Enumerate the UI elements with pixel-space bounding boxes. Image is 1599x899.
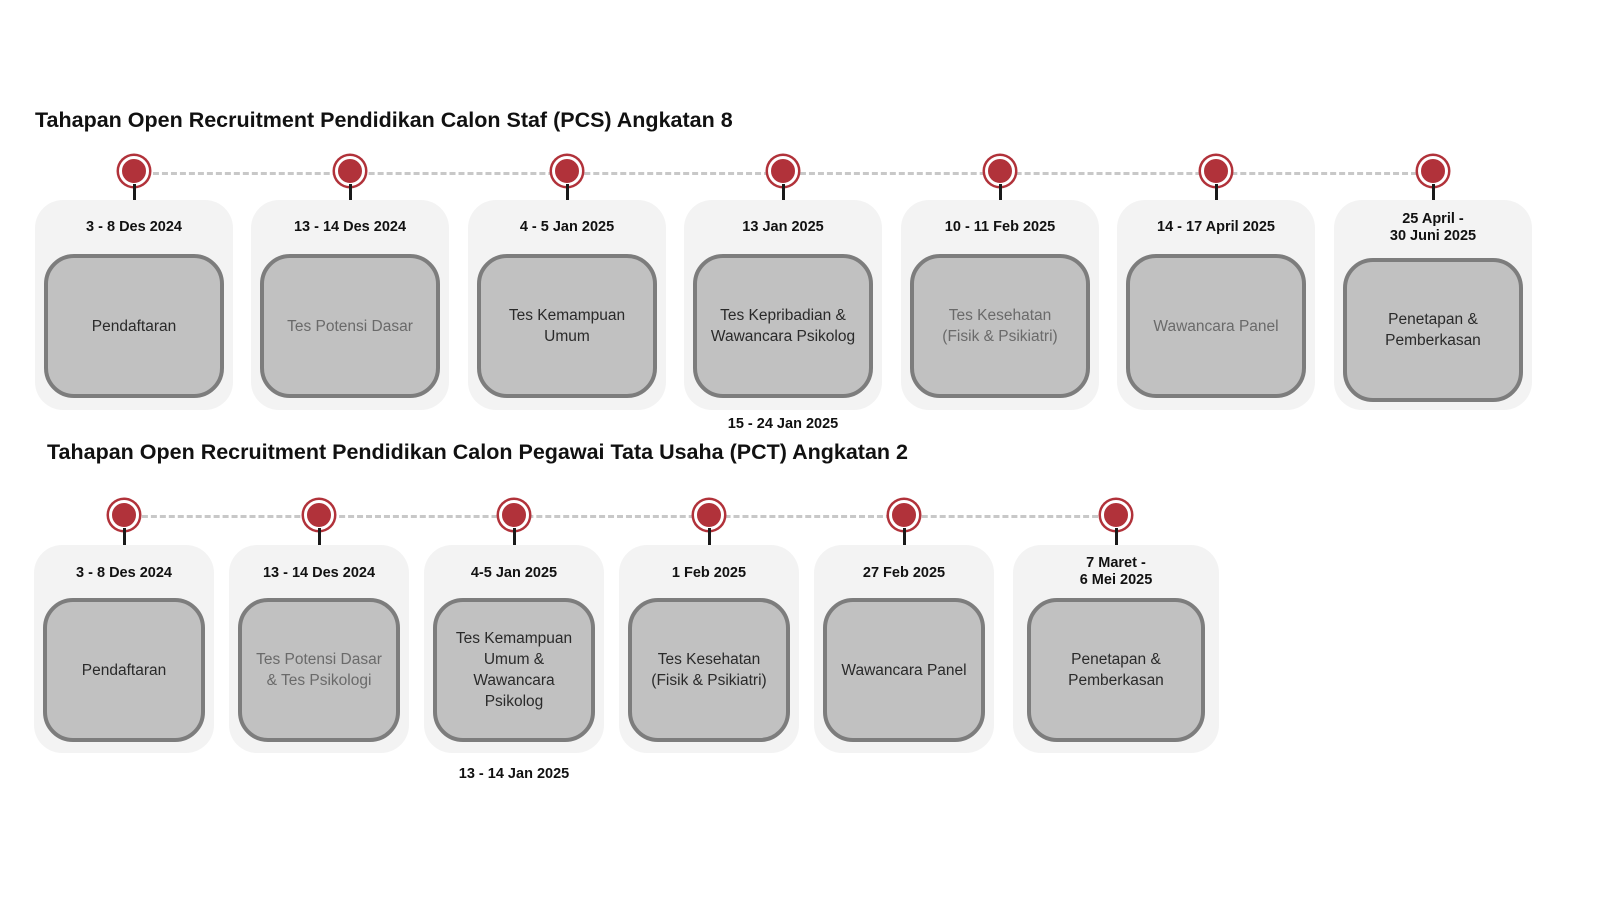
stage-label-box: Tes Kesehatan (Fisik & Psikiatri) [628, 598, 790, 742]
location-pin-icon [304, 500, 334, 530]
stage-date: 10 - 11 Feb 2025 [944, 219, 1056, 235]
stage-date: 14 - 17 April 2025 [1157, 219, 1275, 235]
location-pin-icon [119, 156, 149, 186]
stage-date: 13 Jan 2025 [742, 219, 824, 235]
pin-stem [707, 528, 711, 545]
stage-label-box: Wawancara Panel [1126, 254, 1306, 398]
stage-date: 4-5 Jan 2025 [470, 565, 558, 581]
stage-label-box: Tes Potensi Dasar & Tes Psikologi [238, 598, 400, 742]
stage-date: 27 Feb 2025 [862, 565, 946, 581]
location-pin-icon [109, 500, 139, 530]
pin-stem [348, 184, 352, 200]
location-pin-icon [985, 156, 1015, 186]
location-pin-icon [1201, 156, 1231, 186]
pct-timeline-track [124, 515, 1116, 518]
pin-stem [512, 528, 516, 545]
location-pin-icon [335, 156, 365, 186]
stage-label-box: Tes Potensi Dasar [260, 254, 440, 398]
stage-label-box: Penetapan & Pemberkasan [1027, 598, 1205, 742]
stage-extra-date: 13 - 14 Jan 2025 [458, 766, 570, 782]
stage-date: 13 - 14 Des 2024 [293, 219, 407, 235]
pin-stem [122, 528, 126, 545]
stage-extra-date: 15 - 24 Jan 2025 [727, 416, 839, 432]
location-pin-icon [499, 500, 529, 530]
stage-date: 3 - 8 Des 2024 [86, 219, 182, 235]
pin-stem [1114, 528, 1118, 545]
location-pin-icon [694, 500, 724, 530]
pin-stem [902, 528, 906, 545]
stage-date: 1 Feb 2025 [671, 565, 747, 581]
stage-date: 25 April - 30 Juni 2025 [1389, 211, 1477, 244]
pcs-title: Tahapan Open Recruitment Pendidikan Calo… [35, 108, 733, 132]
stage-date: 7 Maret - 6 Mei 2025 [1079, 555, 1153, 588]
stage-label-box: Wawancara Panel [823, 598, 985, 742]
pin-stem [565, 184, 569, 200]
stage-date: 13 - 14 Des 2024 [262, 565, 376, 581]
stage-label-box: Tes Kemampuan Umum & Wawancara Psikolog [433, 598, 595, 742]
pin-stem [132, 184, 136, 200]
stage-label-box: Tes Kesehatan (Fisik & Psikiatri) [910, 254, 1090, 398]
location-pin-icon [889, 500, 919, 530]
pin-stem [1431, 184, 1435, 200]
location-pin-icon [552, 156, 582, 186]
pin-stem [998, 184, 1002, 200]
stage-date: 3 - 8 Des 2024 [76, 565, 172, 581]
pin-stem [1214, 184, 1218, 200]
stage-date: 4 - 5 Jan 2025 [519, 219, 615, 235]
location-pin-icon [768, 156, 798, 186]
pct-title: Tahapan Open Recruitment Pendidikan Calo… [47, 440, 908, 464]
location-pin-icon [1418, 156, 1448, 186]
pin-stem [781, 184, 785, 200]
location-pin-icon [1101, 500, 1131, 530]
stage-label-box: Pendaftaran [43, 598, 205, 742]
stage-label-box: Pendaftaran [44, 254, 224, 398]
pin-stem [317, 528, 321, 545]
stage-label-box: Penetapan & Pemberkasan [1343, 258, 1523, 402]
stage-label-box: Tes Kepribadian & Wawancara Psikolog [693, 254, 873, 398]
stage-label-box: Tes Kemampuan Umum [477, 254, 657, 398]
